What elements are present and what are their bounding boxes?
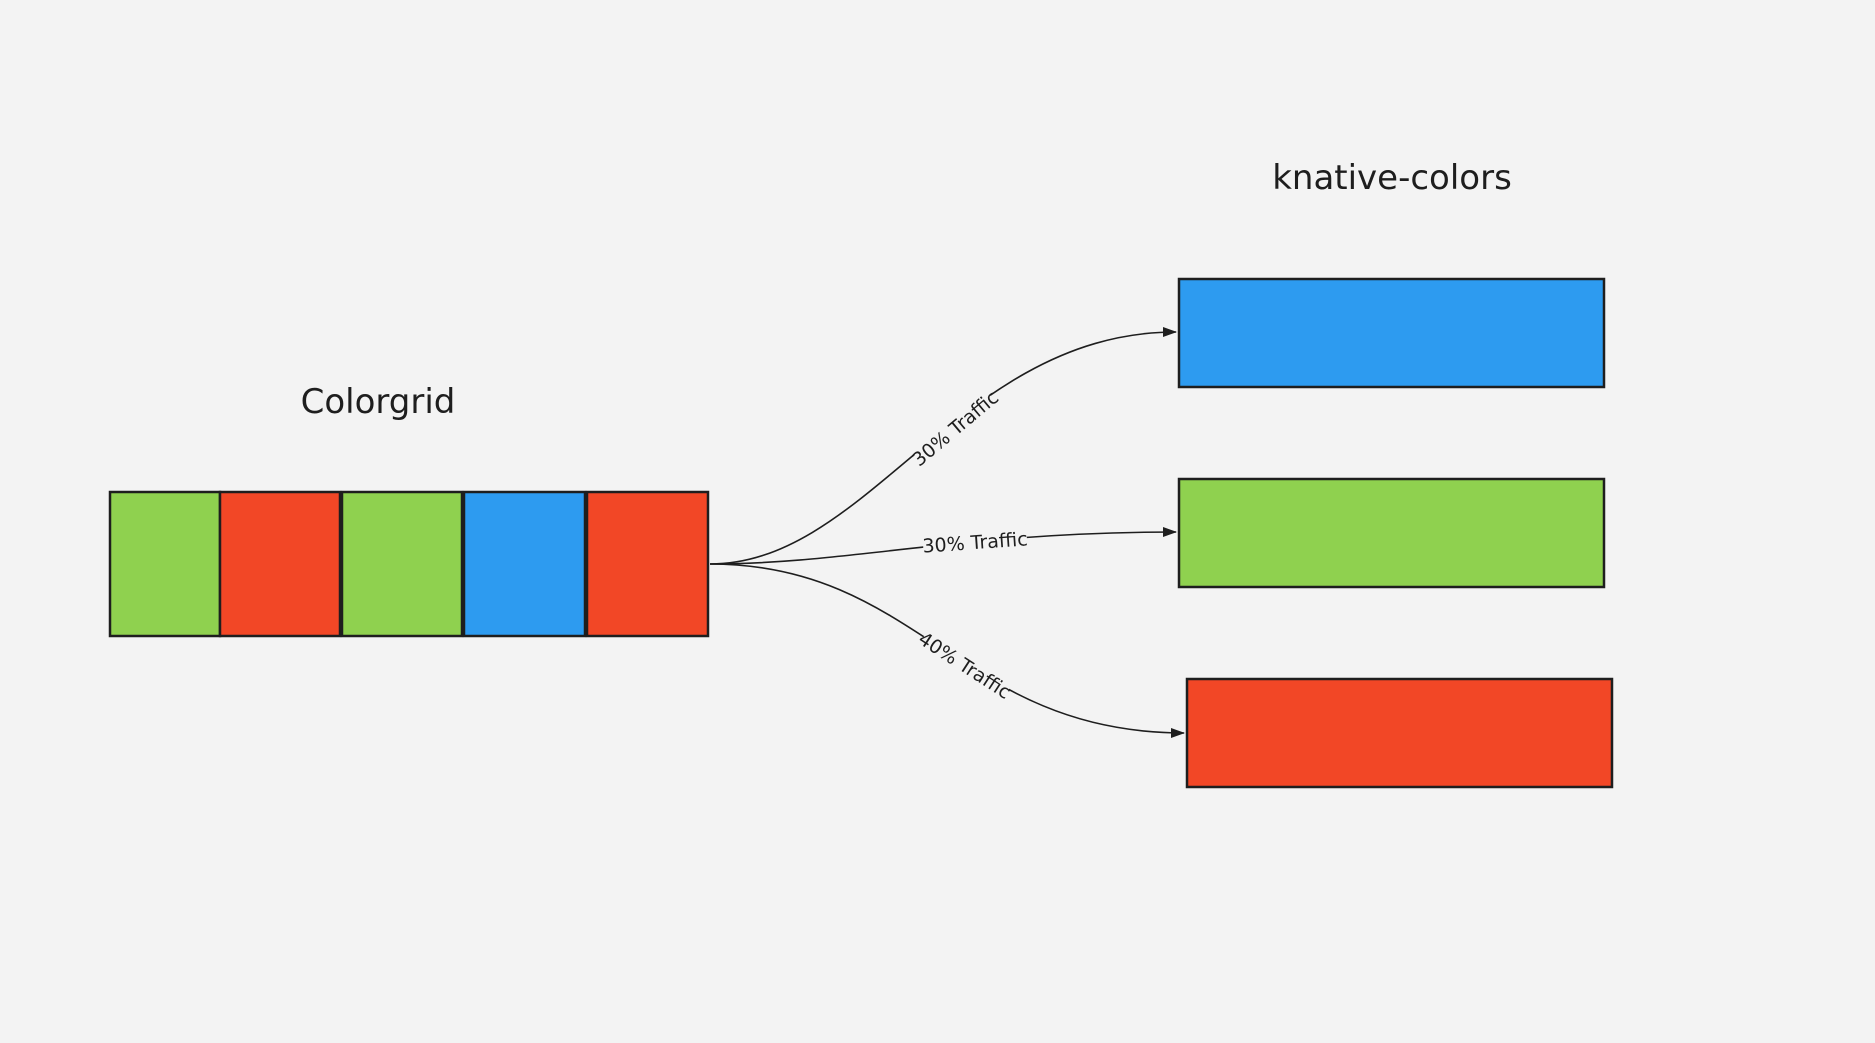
- colorgrid-cell: [218, 490, 342, 638]
- traffic-labels: 30% Traffic 30% Traffic 40% Traffic: [908, 386, 1028, 704]
- traffic-label-red: 40% Traffic: [914, 628, 1014, 704]
- revision-boxes: [1177, 277, 1614, 789]
- colorgrid-cell: [340, 490, 464, 638]
- revision-box: [1185, 677, 1614, 789]
- service-title: knative-colors: [1272, 158, 1512, 198]
- revision-box: [1177, 477, 1606, 589]
- colorgrid-cell: [462, 490, 587, 638]
- colorgrid-title: Colorgrid: [301, 382, 456, 422]
- colorgrid-cell: [108, 490, 222, 638]
- colorgrid-cell: [585, 490, 710, 638]
- revision-box: [1177, 277, 1606, 389]
- traffic-arrow: [709, 527, 1177, 565]
- colorgrid-cells: [108, 490, 710, 638]
- traffic-label-blue: 30% Traffic: [908, 386, 1003, 471]
